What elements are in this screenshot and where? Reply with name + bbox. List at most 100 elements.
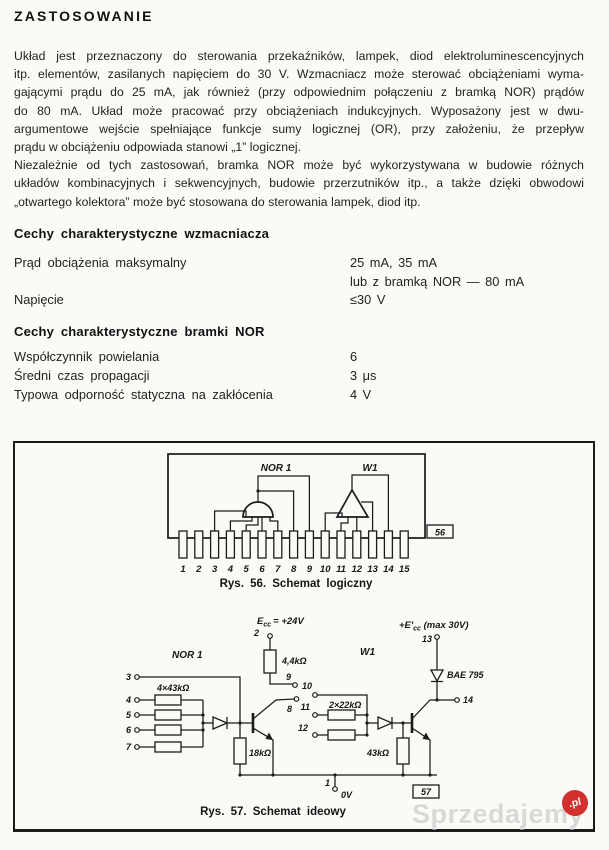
pin-number: 8 [287, 704, 292, 714]
nor-input-wire [269, 517, 279, 531]
protection-diode-symbol [429, 669, 445, 683]
spec-label: Napięcie [14, 292, 64, 307]
nor-gate-section-heading: Cechy charakterystyczne bramki NOR [14, 324, 265, 339]
pin-number: 10 [320, 564, 331, 575]
pin-number: 6 [259, 564, 265, 575]
load-resistor [263, 649, 277, 674]
terminal-pin-12 [312, 732, 318, 738]
pin [320, 530, 330, 559]
pin-number: 5 [244, 564, 250, 575]
diode-symbol [212, 716, 229, 730]
figure-ref-number: 57 [421, 787, 432, 797]
figure-56-caption: Rys. 56. Schemat logiczny [219, 578, 373, 590]
pin [209, 530, 220, 559]
base-resistor-value: 18kΩ [249, 748, 271, 758]
paragraph-line: gającymi prądu do 25 mA, jak również (pr… [14, 85, 584, 100]
terminal-pin-8 [293, 696, 300, 702]
figure-ref-number: 56 [435, 528, 446, 538]
spec-value: ≤30 V [350, 292, 386, 307]
pin-number: 10 [302, 681, 312, 691]
pin [273, 530, 283, 559]
paragraph-line: układów kombinacyjnych i sekwencyjnych, … [14, 176, 584, 191]
spec-label: Typowa odporność statyczna na zakłócenia [14, 387, 273, 402]
pin-number: 5 [126, 710, 132, 720]
terminal-pin-5 [134, 712, 140, 718]
supply-voltage-label-2: +E'cc (max 30V) [399, 620, 468, 633]
nor-input-wire [229, 517, 253, 531]
transistor-collector-wire [411, 699, 437, 720]
pin-number: 12 [352, 564, 363, 575]
pin [399, 530, 409, 559]
input-resistor [327, 729, 356, 741]
spec-label: Średni czas propagacji [14, 368, 150, 383]
pin-number: 1 [325, 778, 330, 788]
paragraph-line: do 80 mA. Układ może pracować przy obcią… [14, 103, 584, 118]
spec-row: Prąd obciążenia maksymalny 25 mA, 35 mA [14, 255, 589, 274]
paragraph-line: Niezależnie od tych zastosowań, bramka N… [14, 158, 584, 173]
input-resistors-value: 2×22kΩ [328, 700, 361, 710]
input-resistors-value: 4×43kΩ [156, 683, 189, 693]
spec-row: lub z bramką NOR — 80 mA [14, 274, 589, 293]
pin-number: 7 [126, 742, 132, 752]
pin-number: 14 [383, 564, 394, 575]
emitter-arrow [422, 732, 430, 740]
base-resistor-value: 43kΩ [366, 748, 389, 758]
nor-gate-label: NOR 1 [261, 463, 292, 474]
figure-56-logic-schematic: NOR 1 W1 [167, 453, 454, 575]
terminal-pin-4 [134, 697, 140, 703]
pin-number: 14 [463, 695, 473, 705]
paragraph-line: „otwartego kolektora” może być stosowana… [14, 194, 421, 209]
diode-symbol [377, 716, 394, 730]
nor-input-wire [213, 510, 247, 531]
pin-number: 2 [195, 564, 202, 575]
pin-number: 4 [125, 695, 131, 705]
junction-dot [271, 773, 275, 777]
nor-output-wire [257, 475, 311, 531]
spec-value: 25 mA, 35 mA [350, 255, 438, 270]
pin [257, 530, 267, 559]
pin-number: 12 [298, 723, 308, 733]
nor-input-wire [245, 517, 259, 531]
spec-value: 6 [350, 349, 358, 364]
pin-number: 7 [275, 564, 281, 575]
pin [304, 530, 315, 559]
amplifier-symbol [335, 488, 370, 518]
pin-number: 4 [227, 564, 234, 575]
terminal-pin-14 [454, 697, 460, 703]
pin-numbers: 1 2 3 4 5 6 7 8 9 10 11 12 13 14 15 [180, 564, 410, 575]
junction-dot [201, 721, 205, 725]
spec-label: Prąd obciążenia maksymalny [14, 255, 187, 270]
pin [194, 530, 204, 559]
paragraph-line: prądu w obciążeniu odpowiada stanowi „1”… [14, 139, 302, 154]
pin-number: 13 [367, 564, 378, 575]
pin-number: 3 [212, 564, 218, 575]
pin-number: 9 [307, 564, 313, 575]
spec-value: 3 μs [350, 368, 377, 383]
base-resistor [396, 737, 410, 765]
pin-number: 11 [301, 702, 310, 712]
spec-row: Typowa odporność statyczna na zakłócenia… [14, 387, 589, 406]
terminal-pin-9 [292, 682, 298, 688]
wire [317, 694, 378, 736]
pin [336, 530, 346, 559]
amplifier-input-wire [340, 517, 349, 531]
spec-row: Napięcie ≤30 V [14, 292, 589, 311]
spec-row: Współczynnik powielania 6 [14, 349, 589, 368]
watermark-text: Sprzedajemy [412, 799, 585, 829]
ic-package-outline [167, 453, 426, 539]
wire [431, 680, 443, 700]
input-resistor [154, 741, 182, 753]
spec-value: 4 V [350, 387, 372, 402]
emitter-arrow [265, 732, 273, 740]
wire [139, 699, 203, 748]
paragraph-line: Układ jest przeznaczony do sterowania pr… [14, 49, 584, 63]
pin-number: 1 [180, 564, 185, 575]
figure-57-caption: Rys. 57. Schemat ideowy [200, 806, 346, 818]
pin [288, 530, 299, 559]
pin-number: 3 [126, 672, 131, 682]
pin [241, 530, 251, 559]
junction-dot [365, 733, 369, 737]
ground-label: 0V [341, 790, 353, 800]
pin-number: 13 [422, 634, 432, 644]
